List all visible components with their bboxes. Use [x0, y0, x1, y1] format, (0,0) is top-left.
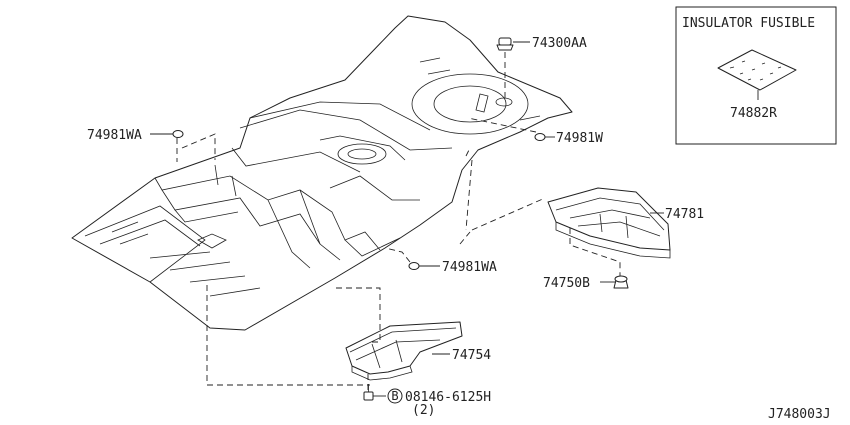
floor-panel — [71, 15, 573, 331]
label-bolt-qty: (2) — [412, 403, 435, 418]
clip-74750B-icon — [613, 275, 629, 289]
inset-part-label: 74882R — [730, 106, 777, 121]
bolt-icon — [363, 384, 374, 401]
insulator-74754 — [345, 321, 463, 381]
label-74781: 74781 — [665, 207, 704, 222]
leader-lines — [150, 41, 664, 397]
inset-insulator-fusible: INSULATOR FUSIBLE 74882R — [675, 6, 837, 145]
insulator-pad-74882R — [717, 49, 797, 91]
label-74300AA: 74300AA — [532, 36, 587, 51]
plug-74300AA-icon — [496, 37, 514, 51]
clip-74981WA-upper-icon — [172, 130, 184, 138]
bolt-circle-badge — [387, 388, 403, 404]
fasteners — [172, 37, 629, 401]
label-74981WA-lower: 74981WA — [442, 260, 497, 275]
diagram-code: J748003J — [768, 407, 831, 422]
label-74981W: 74981W — [556, 131, 603, 146]
label-74750B: 74750B — [543, 276, 590, 291]
inset-title: INSULATOR FUSIBLE — [682, 16, 815, 31]
clip-74981WA-lower-icon — [408, 262, 420, 270]
bolt-callout: B 08146-6125H (2) — [387, 388, 491, 418]
label-74981WA-upper: 74981WA — [87, 128, 142, 143]
label-bolt-part: 08146-6125H — [405, 390, 491, 405]
locator-lines — [176, 52, 621, 390]
insulator-74781 — [547, 187, 671, 259]
bolt-circle-letter: B — [391, 389, 398, 403]
label-74754: 74754 — [452, 348, 491, 363]
callout-labels: 74300AA 74981WA 74981W 74981WA 74781 747… — [87, 36, 831, 422]
clip-74981W-icon — [534, 133, 546, 141]
